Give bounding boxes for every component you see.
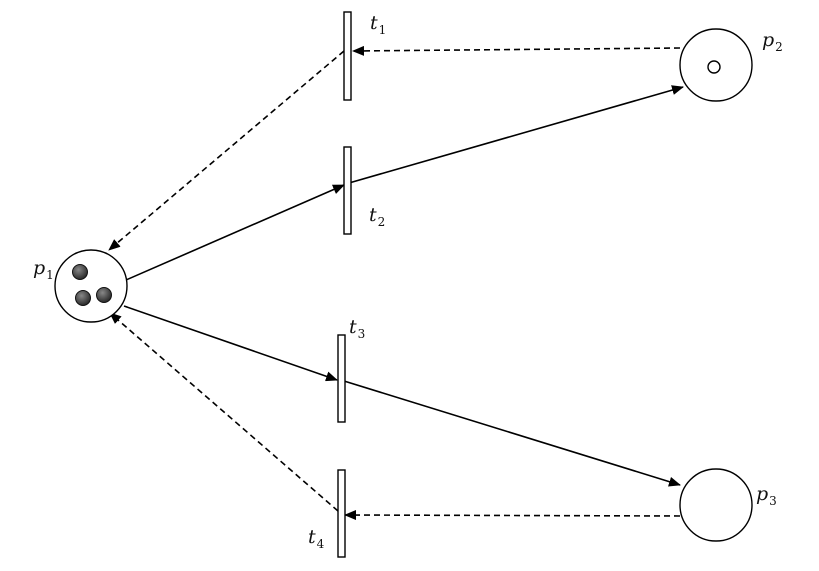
label-t2: t2: [369, 204, 386, 229]
transition-t4: [337, 469, 346, 558]
label-t1-name: t: [370, 12, 378, 34]
label-t2-name: t: [369, 204, 377, 226]
p1-tokens: [72, 264, 112, 306]
token: [75, 290, 91, 306]
label-p2-index: 2: [775, 40, 783, 54]
label-p3-index: 3: [769, 494, 777, 508]
label-t3-name: t: [349, 316, 357, 338]
transition-t3: [337, 334, 346, 423]
label-t3: t3: [349, 316, 366, 341]
arc-p3-to-t4: [344, 510, 681, 521]
arc-p2-to-t1: [352, 45, 681, 56]
label-p1-name: p: [33, 257, 46, 279]
arc-p1-to-t2: [125, 184, 345, 281]
token: [72, 264, 88, 280]
p2-token: [707, 60, 721, 74]
arc-t1-to-p1: [108, 50, 345, 251]
label-t1: t1: [370, 12, 387, 37]
label-p2: p2: [762, 29, 783, 54]
transition-t2: [343, 146, 352, 235]
label-p1-index: 1: [46, 268, 54, 282]
label-p2-name: p: [762, 29, 775, 51]
arc-t4-to-p1: [109, 312, 339, 512]
label-t1-index: 1: [378, 23, 387, 37]
arc-t3-to-p3: [343, 380, 681, 487]
label-p3: p3: [756, 483, 777, 508]
label-t4-index: 4: [316, 537, 325, 551]
label-p3-name: p: [756, 483, 769, 505]
place-p3: [679, 468, 753, 542]
label-p1: p1: [33, 257, 54, 282]
label-t4-name: t: [308, 526, 316, 548]
label-t2-index: 2: [377, 215, 386, 229]
label-t3-index: 3: [357, 327, 366, 341]
token: [96, 287, 112, 303]
transition-t1: [343, 11, 352, 101]
place-p1: [54, 249, 128, 323]
label-t4: t4: [308, 526, 325, 551]
arc-p1-to-t3: [123, 305, 338, 382]
arc-t2-to-p2: [348, 85, 684, 184]
